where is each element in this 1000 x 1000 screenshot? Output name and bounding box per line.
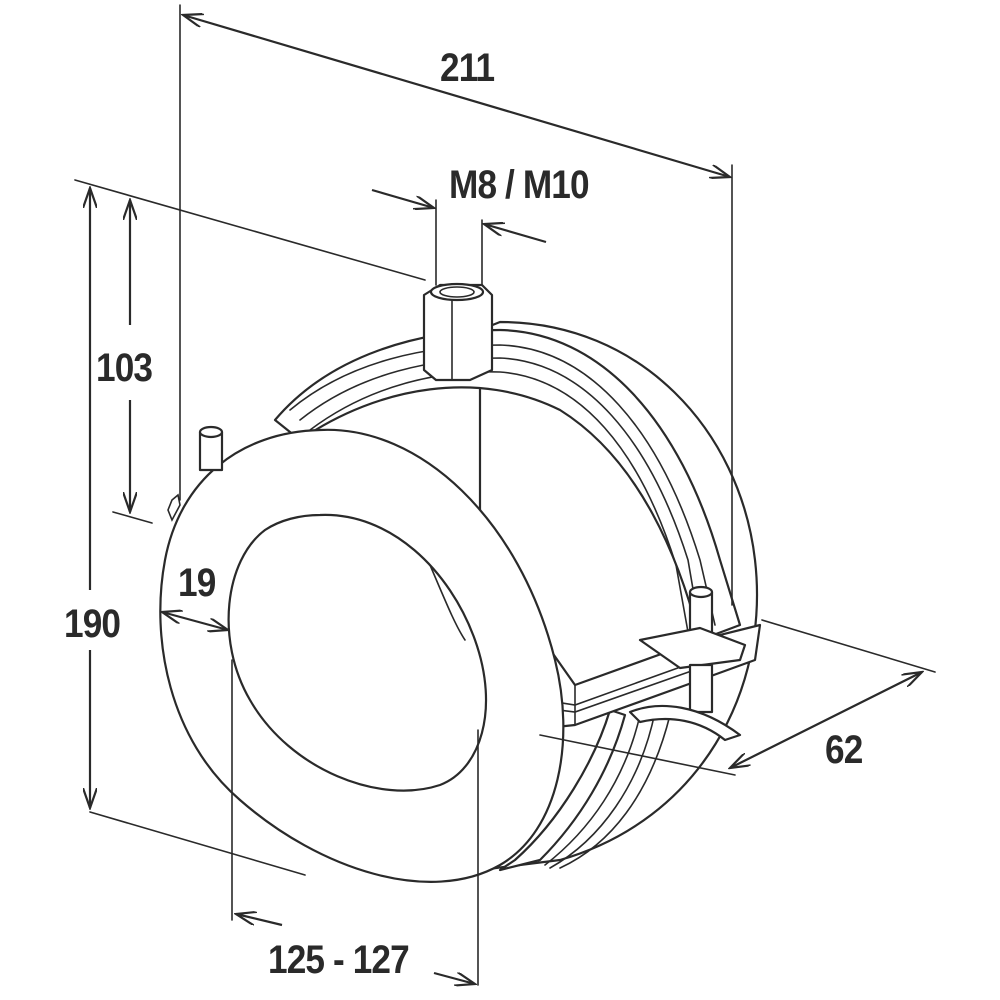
dim-overall-height: 190 [64, 602, 121, 646]
front-insulation [159, 428, 565, 986]
dim-pipe-diameter: 125 - 127 [268, 938, 410, 982]
dim-depth: 62 [825, 728, 863, 772]
dim-thread-size: M8 / M10 [449, 163, 590, 207]
right-bolt [628, 585, 747, 742]
hex-nut [422, 199, 494, 382]
left-bolt [167, 425, 224, 522]
dim-insulation-thickness: 19 [178, 561, 216, 605]
lower-clamp-band [498, 708, 671, 872]
dim-height-to-center: 103 [96, 346, 153, 390]
dimension-lines [74, 4, 936, 984]
dim-overall-width: 211 [440, 46, 495, 90]
